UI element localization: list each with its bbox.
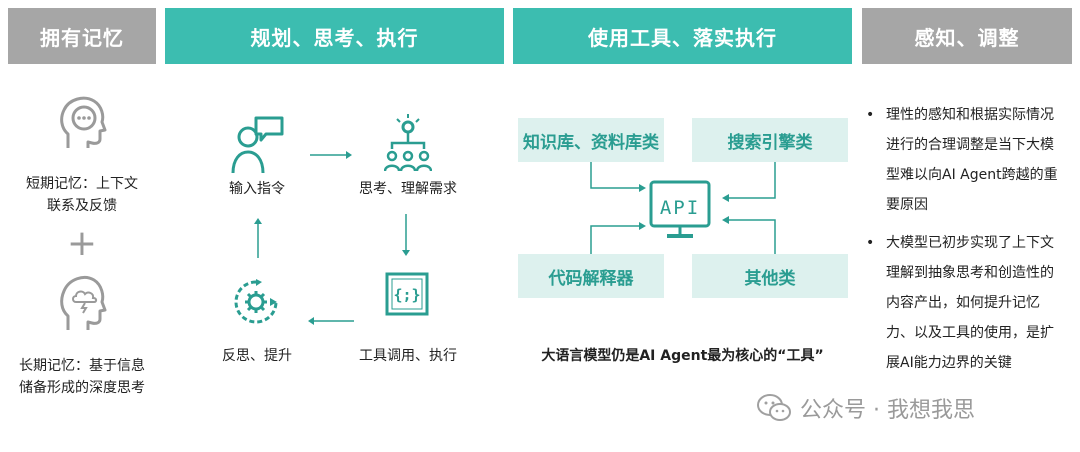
short-term-memory-line1: 短期记忆：上下文 (26, 176, 138, 192)
code-braces-icon: {;} (385, 272, 429, 316)
tools-caption: 大语言模型仍是AI Agent最为核心的“工具” (541, 348, 824, 364)
header-memory: 拥有记忆 (8, 8, 156, 64)
long-term-memory-line2: 储备形成的深度思考 (19, 380, 145, 396)
head-chat-icon (60, 96, 107, 148)
planning-feedback: 反思、提升 (222, 348, 292, 364)
svg-text:{;}: {;} (393, 286, 420, 304)
tool-box-search-engine: 搜索引擎类 (692, 118, 848, 162)
person-speech-icon (231, 116, 284, 174)
refresh-gear-icon (234, 279, 278, 324)
plus-sign: + (66, 223, 98, 264)
planning-input: 输入指令 (229, 181, 285, 197)
arrow-down (402, 214, 410, 256)
api-monitor-icon (649, 180, 711, 238)
header-planning: 规划、思考、执行 (165, 8, 504, 64)
tool-box-knowledge-base: 知识库、资料库类 (518, 118, 664, 162)
planning-execute: 工具调用、执行 (359, 348, 457, 364)
wechat-icon (757, 394, 791, 421)
watermark: 公众号 · 我想我思 (756, 392, 975, 424)
bullet-dot: • (866, 235, 875, 251)
arrow-right-1 (310, 151, 352, 159)
planning-think: 思考、理解需求 (359, 181, 457, 197)
tool-box-code-interpreter: 代码解释器 (518, 254, 664, 298)
long-term-memory-line1: 长期记忆：基于信息 (19, 358, 145, 374)
perception-point-2-text: 大模型已初步实现了上下文理解到抽象思考和创造性的内容产出，如何提升记忆力、以及工… (886, 235, 1054, 371)
watermark-text: 公众号 · 我想我思 (800, 398, 975, 423)
head-cloud-icon (60, 276, 107, 330)
bullet-dot: • (866, 107, 875, 123)
header-perception: 感知、调整 (862, 8, 1072, 64)
api-label: API (659, 197, 701, 219)
idea-team-icon (384, 114, 432, 172)
header-tools: 使用工具、落实执行 (513, 8, 852, 64)
perception-point-1-text: 理性的感知和根据实际情况进行的合理调整是当下大模型难以向AI Agent跨越的重… (886, 107, 1058, 213)
tool-box-other: 其他类 (692, 254, 848, 298)
arrow-up (254, 218, 262, 258)
arrow-left (308, 317, 354, 325)
perception-point-1: • 理性的感知和根据实际情况进行的合理调整是当下大模型难以向AI Agent跨越… (866, 100, 1066, 220)
perception-point-2: • 大模型已初步实现了上下文理解到抽象思考和创造性的内容产出，如何提升记忆力、以… (866, 228, 1066, 378)
short-term-memory-line2: 联系及反馈 (47, 198, 117, 214)
tool-connectors (590, 162, 776, 254)
